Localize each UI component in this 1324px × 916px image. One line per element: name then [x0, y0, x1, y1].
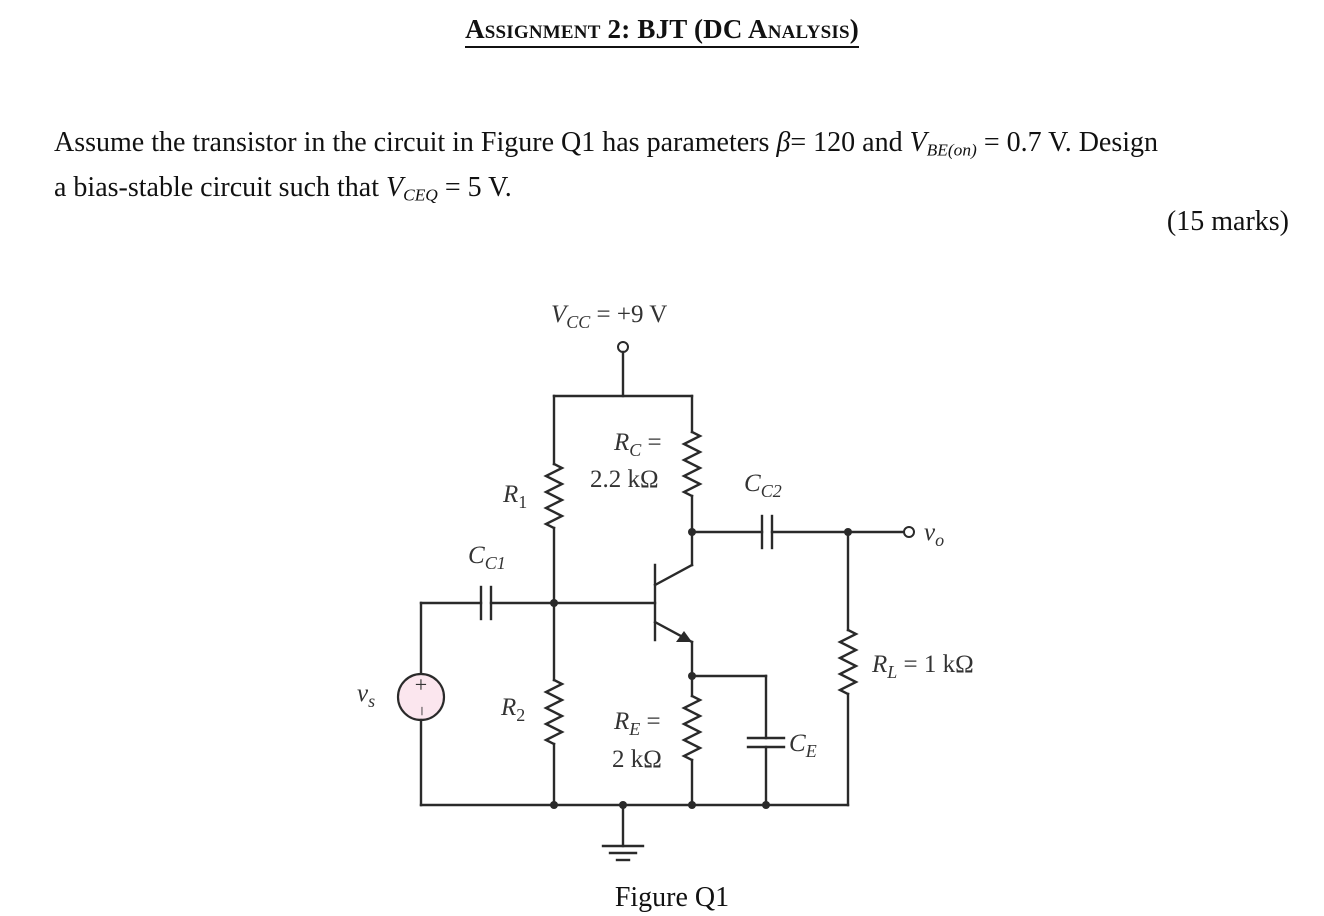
page-title: Assignment 2: BJT (DC Analysis): [0, 14, 1324, 48]
label-cc2-sub: C2: [761, 481, 782, 501]
label-cc1: CC1: [468, 542, 506, 573]
figure-caption-text: Figure Q1: [614, 882, 730, 913]
label-rc-value: 2.2 kΩ: [590, 466, 659, 493]
emitter-arrow: [676, 631, 692, 642]
beta-symbol: β: [776, 127, 791, 158]
label-rl: RL = 1 kΩ: [871, 651, 974, 682]
label-vs-sub: s: [368, 691, 375, 711]
source-minus-sign: −: [412, 706, 432, 716]
label-rc-main: R: [613, 429, 629, 456]
label-cc2-main: C: [744, 470, 761, 497]
vceq-symbol: VCEQ: [386, 172, 438, 205]
junction-re-bottom: [688, 801, 696, 809]
junction-emitter: [688, 672, 696, 680]
label-re-value: 2 kΩ: [612, 746, 662, 773]
resistor-r2: [543, 678, 565, 746]
vbe-symbol: VBE(on): [909, 127, 977, 160]
label-rc-sub: C: [629, 440, 642, 460]
label-vo-main: v: [924, 519, 936, 546]
question-line-2: a bias-stable circuit such that VCEQ = 5…: [54, 169, 1294, 214]
junction-collector: [688, 528, 696, 536]
label-cc1-main: C: [468, 542, 485, 569]
resistor-r1: [543, 462, 565, 530]
assignment-title: Assignment 2: BJT (DC Analysis): [465, 14, 859, 48]
label-r1-sub: 1: [518, 492, 527, 512]
junction-ce-bottom: [762, 801, 770, 809]
resistor-rc: [681, 430, 703, 498]
label-ce: CE: [789, 730, 817, 761]
label-r1: R1: [502, 481, 527, 512]
resistor-re: [681, 694, 703, 762]
label-rl-rest: = 1 kΩ: [897, 651, 973, 678]
vbe-sub: BE(on): [926, 140, 977, 160]
vceq-main: V: [386, 172, 404, 204]
label-cc2: CC2: [744, 470, 782, 501]
vcc-terminal: [617, 341, 629, 353]
label-r2: R2: [500, 694, 525, 725]
label-rl-sub: L: [886, 662, 897, 682]
label-rc-rest: =: [641, 429, 661, 456]
figure-caption: Figure Q1: [0, 882, 1324, 914]
label-vcc: VCC = +9 V: [551, 301, 667, 332]
transistor-collector-lead: [653, 563, 694, 587]
label-rl-main: R: [871, 651, 887, 678]
marks-label: (15 marks): [1166, 206, 1289, 237]
label-rc: RC =: [613, 429, 662, 460]
label-vcc-main: V: [551, 301, 569, 328]
question-text-segment: = 5 V.: [437, 172, 512, 204]
question-text-segment: a bias-stable circuit such that: [54, 172, 386, 204]
label-re-sub: E: [628, 719, 640, 739]
question-text: Assume the transistor in the circuit in …: [54, 124, 1294, 215]
question-text-segment: Assume the transistor in the circuit in …: [54, 127, 777, 158]
label-vo-sub: o: [935, 530, 944, 550]
label-r2-main: R: [500, 694, 516, 721]
junction-r2-bottom: [550, 801, 558, 809]
label-vcc-sub: CC: [566, 312, 591, 332]
output-terminal: [903, 526, 915, 538]
source-plus-sign: +: [415, 672, 427, 697]
resistor-rl: [837, 628, 859, 696]
question-text-segment: = 0.7 V. Design: [976, 127, 1159, 158]
label-ce-main: C: [789, 730, 806, 757]
question-line-1: Assume the transistor in the circuit in …: [54, 124, 1294, 169]
label-re-main: R: [613, 708, 629, 735]
label-r2-sub: 2: [516, 705, 525, 725]
label-vs-main: v: [357, 680, 369, 707]
label-vcc-rest: = +9 V: [590, 301, 667, 328]
vceq-sub: CEQ: [403, 185, 438, 205]
label-re-rest: =: [640, 708, 660, 735]
label-r1-main: R: [502, 481, 518, 508]
label-vo: vo: [924, 519, 944, 550]
label-ce-sub: E: [805, 741, 817, 761]
vbe-main: V: [909, 127, 927, 158]
label-cc1-sub: C1: [485, 553, 506, 573]
label-re: RE =: [613, 708, 661, 739]
label-vs: vs: [357, 680, 375, 711]
question-text-segment: = 120 and: [790, 127, 910, 158]
